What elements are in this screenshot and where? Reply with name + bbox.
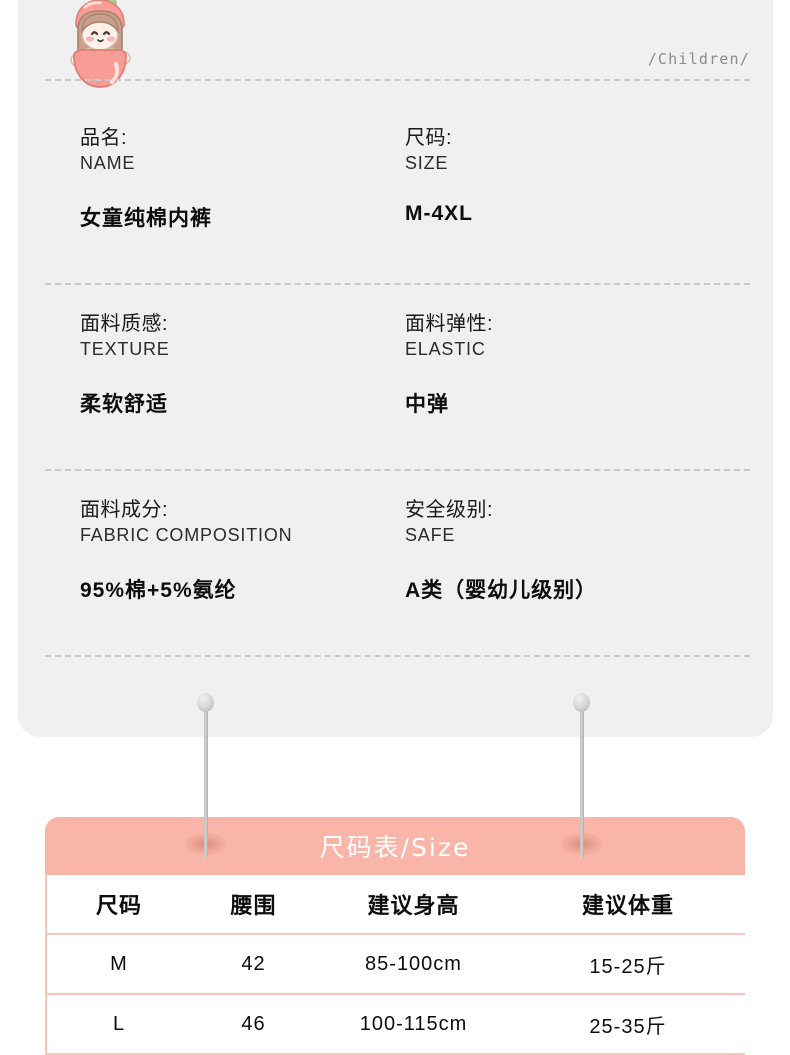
spec-label-cn: 安全级别:: [405, 499, 494, 521]
divider-line: [45, 655, 750, 657]
spec-label-en: NAME: [80, 153, 136, 173]
spec-label-en: ELASTIC: [405, 339, 486, 359]
spec-value: 女童纯棉内裤: [80, 207, 212, 230]
size-chart-table: 尺码 腰围 建议身高 建议体重 M 42 85-100cm 15-25斤 L 4…: [45, 875, 745, 1055]
spec-label-cn: 面料弹性:: [405, 313, 494, 335]
cell-waist: 42: [191, 934, 316, 995]
spec-label-en: SAFE: [405, 525, 456, 545]
cell-weight: 15-25斤: [511, 934, 745, 995]
spec-row: 面料质感: TEXTURE 柔软舒适 面料弹性: ELASTIC 中弹: [0, 312, 790, 432]
table-row: M 42 85-100cm 15-25斤: [46, 934, 745, 995]
divider-line: [45, 469, 750, 471]
spec-row: 面料成分: FABRIC COMPOSITION 95%棉+5%氨纶 安全级别:…: [0, 498, 790, 618]
spec-value: A类（婴幼儿级别）: [405, 579, 598, 602]
table-row: L 46 100-115cm 25-35斤: [46, 994, 745, 1055]
table-header-row: 尺码 腰围 建议身高 建议体重: [46, 875, 745, 935]
spec-label-cn: 面料质感:: [80, 313, 169, 335]
divider-line: [45, 79, 750, 81]
cell-size: M: [46, 934, 191, 995]
spec-label-cn: 尺码:: [405, 127, 453, 149]
spec-label-en: FABRIC COMPOSITION: [80, 525, 293, 545]
column-header: 建议体重: [511, 875, 745, 935]
spec-cell-texture: 面料质感: TEXTURE 柔软舒适: [80, 312, 405, 432]
cell-weight: 25-35斤: [511, 994, 745, 1055]
spec-cell-fabric-composition: 面料成分: FABRIC COMPOSITION 95%棉+5%氨纶: [80, 498, 405, 618]
spec-value: 95%棉+5%氨纶: [80, 579, 237, 602]
spec-label-cn: 品名:: [80, 127, 128, 149]
cell-size: L: [46, 994, 191, 1055]
spec-label-cn: 面料成分:: [80, 499, 169, 521]
size-chart: 尺码表/Size 尺码 腰围 建议身高 建议体重 M 42 85-100cm 1…: [45, 817, 745, 1055]
cell-height: 85-100cm: [316, 934, 511, 995]
spec-value: 中弹: [405, 393, 449, 416]
spec-label-en: TEXTURE: [80, 339, 170, 359]
spec-value: 柔软舒适: [80, 393, 168, 416]
column-header: 尺码: [46, 875, 191, 935]
cell-waist: 46: [191, 994, 316, 1055]
spec-row: 品名: NAME 女童纯棉内裤 尺码: SIZE M-4XL: [0, 126, 790, 246]
spec-value: M-4XL: [405, 202, 473, 225]
spec-label-en: SIZE: [405, 153, 449, 173]
divider-line: [45, 283, 750, 285]
spec-cell-safety-level: 安全级别: SAFE A类（婴幼儿级别）: [405, 498, 735, 618]
children-caption: /Children/: [647, 50, 750, 68]
spec-cell-elastic: 面料弹性: ELASTIC 中弹: [405, 312, 735, 432]
column-header: 腰围: [191, 875, 316, 935]
girl-in-peach-icon: [52, 0, 148, 90]
spec-cell-name: 品名: NAME 女童纯棉内裤: [80, 126, 405, 246]
spec-cell-size: 尺码: SIZE M-4XL: [405, 126, 735, 246]
column-header: 建议身高: [316, 875, 511, 935]
cell-height: 100-115cm: [316, 994, 511, 1055]
product-info-card: [18, 0, 773, 737]
size-chart-title: 尺码表/Size: [45, 817, 745, 875]
